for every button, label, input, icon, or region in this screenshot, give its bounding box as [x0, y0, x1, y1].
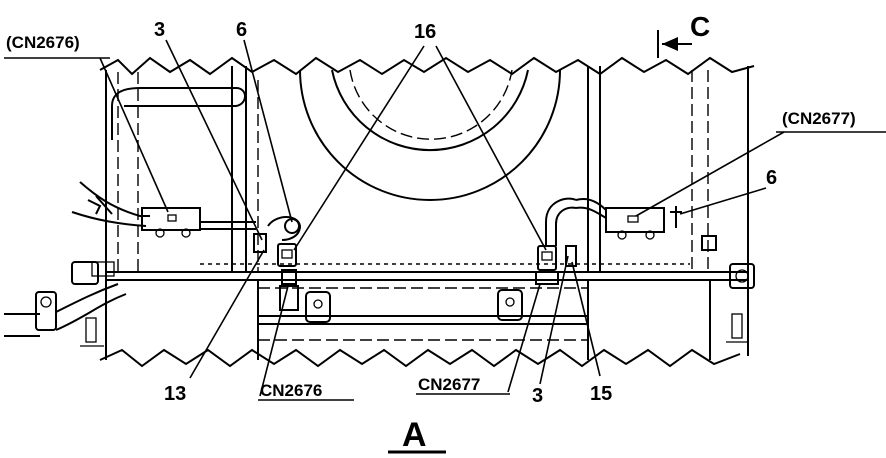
label-view-c: C [690, 11, 710, 42]
sensor-right [497, 197, 577, 321]
label-part-3-right: 3 [532, 385, 543, 407]
label-cn2677-upper: (CN2677) [782, 109, 856, 128]
view-label-a-text: A [402, 416, 427, 454]
sensor-left [253, 216, 331, 323]
label-part-3-left: 3 [154, 19, 165, 41]
label-cn2676-upper: (CN2676) [6, 33, 80, 52]
vertical-members [117, 66, 709, 272]
label-cn2676-lower: CN2676 [260, 381, 322, 400]
view-label-a: A [388, 416, 446, 454]
connector-cn2677-upper [575, 198, 682, 240]
connector-cn2676-upper [141, 207, 256, 238]
label-part-16: 16 [414, 21, 436, 43]
leader-lines [4, 39, 886, 401]
label-part-6-left: 6 [236, 19, 247, 41]
label-part-13: 13 [164, 383, 186, 405]
left-assembly [4, 87, 246, 347]
frame-outline [99, 56, 755, 368]
label-part-6-right: 6 [766, 167, 777, 189]
label-cn2677-lower: CN2677 [418, 375, 480, 394]
label-part-15: 15 [590, 383, 612, 405]
right-assembly [701, 235, 755, 343]
tire-arc [299, 69, 561, 201]
cross-beam [106, 263, 748, 360]
view-arrow-c [657, 30, 692, 58]
